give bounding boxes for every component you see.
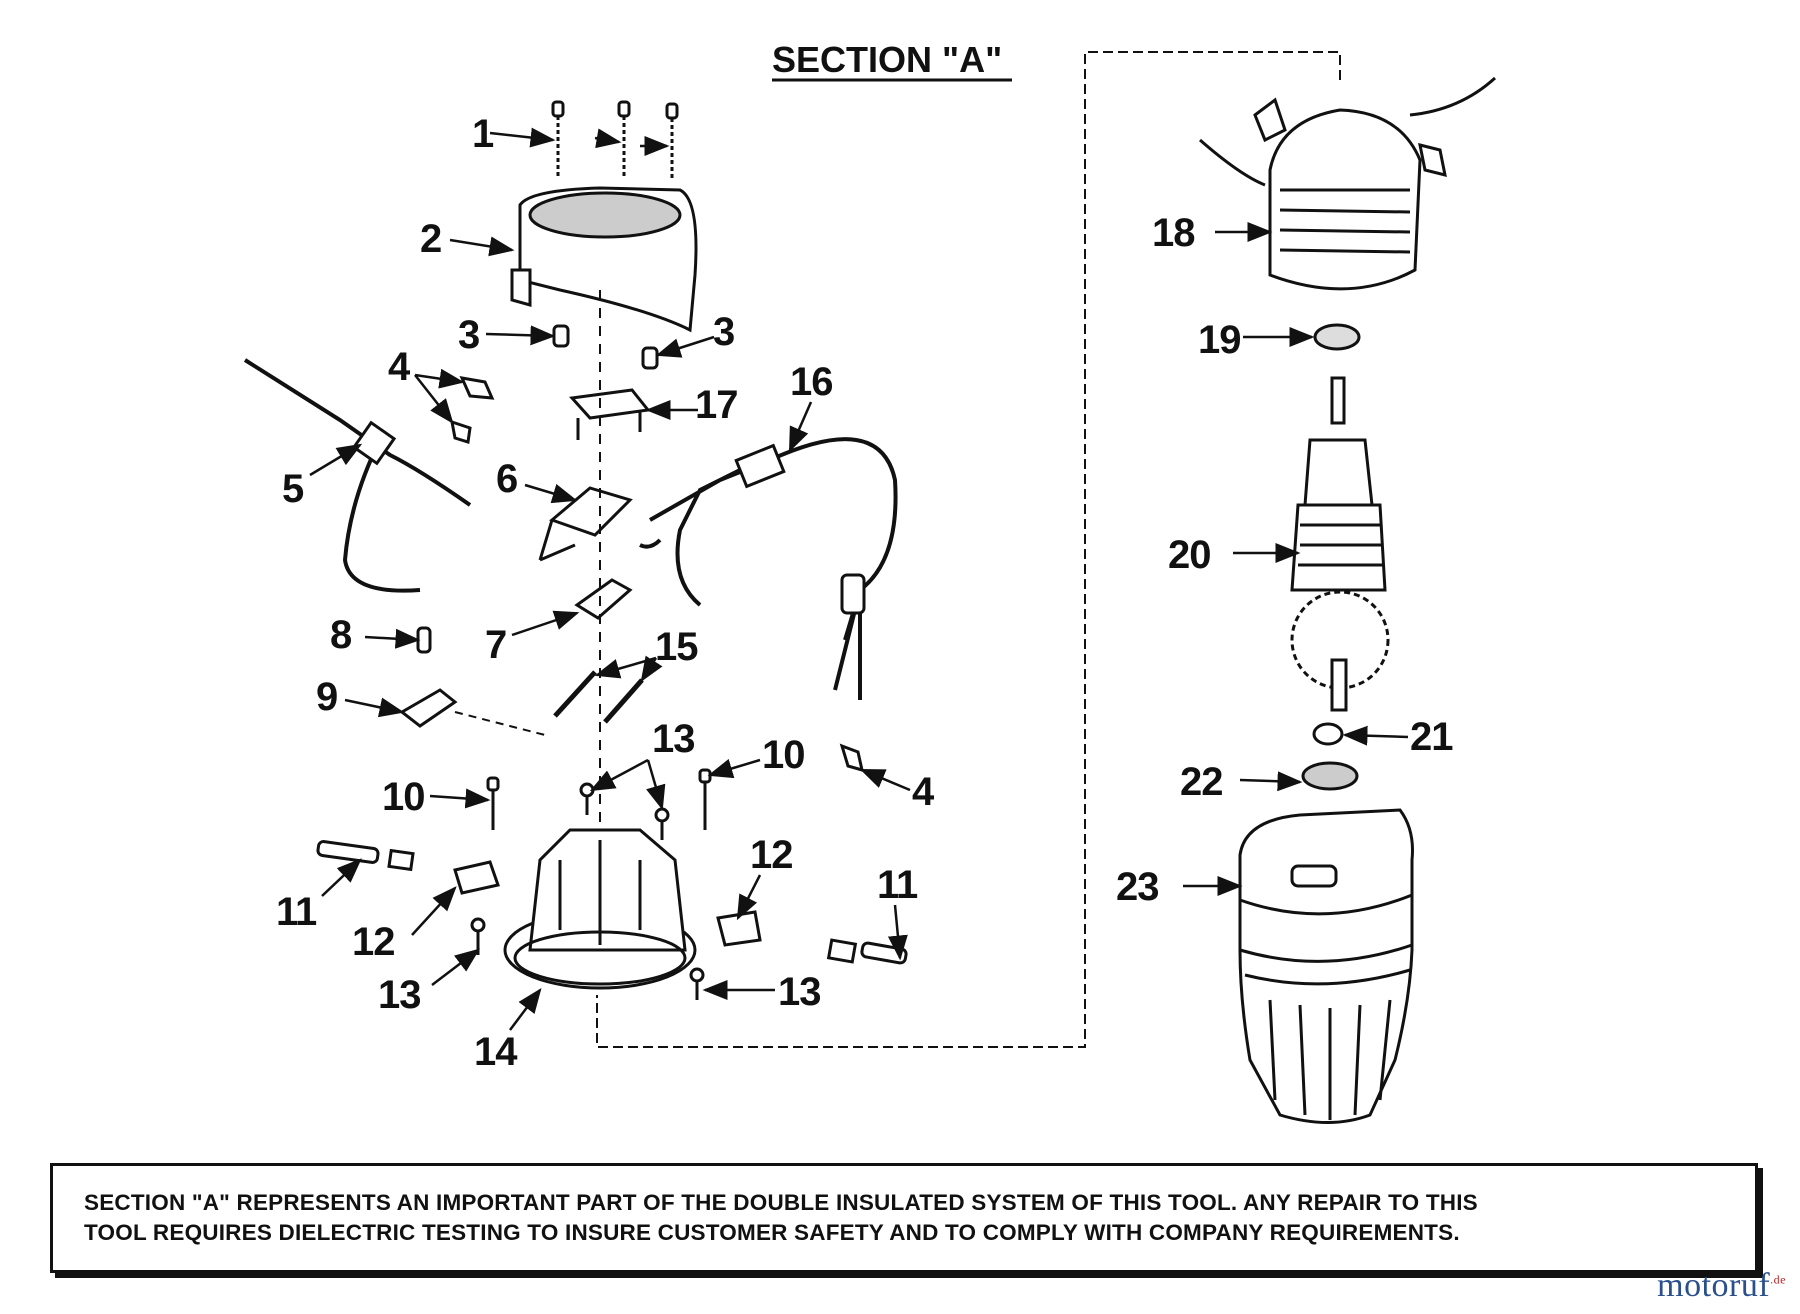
- callout-18: 18: [1152, 211, 1195, 255]
- assembly-connection-line: [596, 51, 1341, 1048]
- pin-part-8: [416, 626, 432, 654]
- callout-22: 22: [1180, 760, 1223, 804]
- notice-box: [50, 1163, 1758, 1273]
- callout-numbers: 1 2 3 3 4 4 5 6 7 8 9 10 10 11 11 12 12 …: [276, 112, 1454, 1074]
- field-part-18: [1199, 76, 1497, 291]
- guide-line: [454, 711, 546, 736]
- spring-part-15: [553, 670, 644, 724]
- callout-8: 8: [330, 613, 352, 657]
- callout-13a: 13: [652, 717, 695, 761]
- bearing-part-22: [1301, 761, 1359, 791]
- callout-11b: 11: [877, 863, 918, 907]
- callout-3a: 3: [458, 313, 479, 357]
- callout-1: 1: [472, 112, 494, 156]
- callout-19: 19: [1198, 318, 1241, 362]
- notice-line-1: SECTION "A" REPRESENTS AN IMPORTANT PART…: [84, 1190, 1478, 1215]
- callout-13b: 13: [378, 973, 421, 1017]
- pin-part-3: [552, 324, 659, 370]
- screw-part-1: [551, 100, 679, 178]
- callout-9: 9: [316, 675, 337, 719]
- watermark-logo: motoruf.de: [1657, 1267, 1786, 1305]
- notice-line-2: TOOL REQUIRES DIELECTRIC TESTING TO INSU…: [84, 1220, 1460, 1245]
- armature-part-20: [1290, 376, 1390, 712]
- callout-17: 17: [695, 383, 738, 427]
- callout-10b: 10: [762, 733, 805, 777]
- callout-4a: 4: [388, 345, 411, 389]
- callout-2: 2: [420, 217, 441, 261]
- callout-7: 7: [485, 623, 506, 667]
- callout-15: 15: [655, 625, 698, 669]
- connector-part-4: [450, 376, 865, 773]
- callout-21: 21: [1410, 715, 1453, 759]
- watermark-text: motoruf: [1657, 1267, 1771, 1304]
- callout-12a: 12: [352, 920, 395, 964]
- switch-part-6: [538, 486, 633, 562]
- callout-23: 23: [1116, 865, 1159, 909]
- cord-part-16: [639, 437, 898, 700]
- callout-4b: 4: [912, 770, 935, 814]
- callout-14: 14: [474, 1030, 518, 1074]
- callout-5: 5: [282, 467, 304, 511]
- callout-10a: 10: [382, 775, 425, 819]
- housing-part-23: [1238, 808, 1414, 1124]
- clip-part-17: [568, 388, 651, 440]
- callout-3b: 3: [713, 310, 734, 354]
- section-title: SECTION "A": [772, 39, 1002, 80]
- cap-part-2: [510, 186, 698, 333]
- watermark-suffix: .de: [1770, 1272, 1786, 1287]
- terminal-part-9: [399, 688, 458, 728]
- callout-20: 20: [1168, 533, 1211, 577]
- callout-16: 16: [790, 360, 833, 404]
- bracket-part-7: [574, 578, 633, 620]
- callout-6: 6: [496, 457, 517, 501]
- bearing-part-19: [1313, 323, 1361, 351]
- base-part-14: [503, 828, 697, 990]
- ring-part-21: [1312, 722, 1344, 746]
- callout-11a: 11: [276, 890, 317, 934]
- cord-part-5: [243, 358, 472, 593]
- callout-12b: 12: [750, 833, 793, 877]
- leader-lines: [309, 127, 1409, 1031]
- callout-13c: 13: [778, 970, 821, 1014]
